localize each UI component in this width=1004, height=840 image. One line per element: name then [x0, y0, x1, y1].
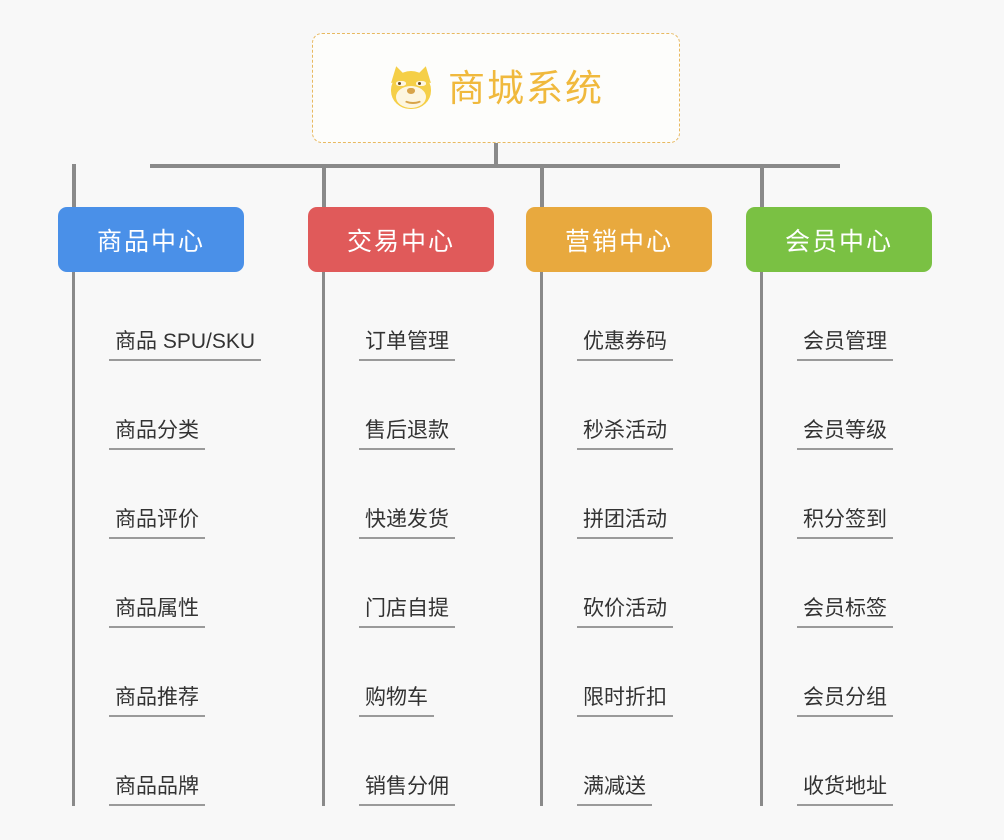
leaf-item-label: 商品推荐 — [109, 686, 205, 717]
connector-horizontal-bus — [150, 164, 840, 168]
leaf-item-label: 积分签到 — [797, 508, 893, 539]
leaf-item-label: 拼团活动 — [577, 508, 673, 539]
leaf-item-label: 收货地址 — [797, 775, 893, 806]
column-product-center: 商品中心商品 SPU/SKU 商品分类商品评价商品属性商品推荐商品品牌 — [58, 207, 262, 806]
leaf-item-label: 销售分佣 — [359, 775, 455, 806]
leaf-item[interactable]: 秒杀活动 — [543, 361, 712, 450]
leaf-item-label: 门店自提 — [359, 597, 455, 628]
category-header-member-center[interactable]: 会员中心 — [746, 207, 932, 272]
leaf-item[interactable]: 商品属性 — [75, 539, 244, 628]
root-node[interactable]: 商城系统 — [312, 33, 680, 143]
leaf-item-label: 砍价活动 — [577, 597, 673, 628]
leaf-item-label: 限时折扣 — [577, 686, 673, 717]
leaf-item[interactable]: 优惠券码 — [543, 272, 712, 361]
leaf-item-label: 秒杀活动 — [577, 419, 673, 450]
column-trade-center: 交易中心订单管理售后退款快递发货门店自提购物车销售分佣 — [308, 207, 494, 806]
leaf-item-label: 购物车 — [359, 686, 434, 717]
root-title: 商城系统 — [448, 67, 604, 109]
leaf-item-label: 会员等级 — [797, 419, 893, 450]
leaf-item[interactable]: 收货地址 — [763, 717, 932, 806]
branch-member-center: 会员管理会员等级积分签到会员标签会员分组收货地址 — [760, 272, 932, 806]
column-marketing-center: 营销中心优惠券码秒杀活动拼团活动砍价活动限时折扣满减送 — [526, 207, 712, 806]
connector-drop-trade-center — [322, 164, 326, 208]
leaf-item-label: 会员分组 — [797, 686, 893, 717]
leaf-item[interactable]: 会员等级 — [763, 361, 932, 450]
leaf-item[interactable]: 购物车 — [325, 628, 494, 717]
leaf-item[interactable]: 快递发货 — [325, 450, 494, 539]
leaf-item-label: 商品分类 — [109, 419, 205, 450]
leaf-item[interactable]: 商品评价 — [75, 450, 244, 539]
connector-drop-product-center — [72, 164, 76, 208]
leaf-item[interactable]: 限时折扣 — [543, 628, 712, 717]
leaf-item[interactable]: 商品推荐 — [75, 628, 244, 717]
leaf-item-label: 售后退款 — [359, 419, 455, 450]
leaf-item-label: 商品品牌 — [109, 775, 205, 806]
leaf-item[interactable]: 订单管理 — [325, 272, 494, 361]
category-header-product-center[interactable]: 商品中心 — [58, 207, 244, 272]
leaf-item[interactable]: 商品 SPU/SKU — [75, 272, 262, 361]
branch-trade-center: 订单管理售后退款快递发货门店自提购物车销售分佣 — [322, 272, 494, 806]
leaf-item-label: 订单管理 — [359, 330, 455, 361]
leaf-item-label: 满减送 — [577, 775, 652, 806]
leaf-item[interactable]: 拼团活动 — [543, 450, 712, 539]
branch-product-center: 商品 SPU/SKU 商品分类商品评价商品属性商品推荐商品品牌 — [72, 272, 262, 806]
leaf-item[interactable]: 商品品牌 — [75, 717, 244, 806]
shiba-dog-icon — [387, 64, 435, 110]
leaf-item[interactable]: 商品分类 — [75, 361, 244, 450]
category-header-marketing-center[interactable]: 营销中心 — [526, 207, 712, 272]
leaf-item[interactable]: 售后退款 — [325, 361, 494, 450]
leaf-item-label: 商品属性 — [109, 597, 205, 628]
leaf-item[interactable]: 砍价活动 — [543, 539, 712, 628]
leaf-item[interactable]: 会员管理 — [763, 272, 932, 361]
leaf-item[interactable]: 积分签到 — [763, 450, 932, 539]
leaf-item[interactable]: 会员分组 — [763, 628, 932, 717]
leaf-item-label: 优惠券码 — [577, 330, 673, 361]
column-member-center: 会员中心会员管理会员等级积分签到会员标签会员分组收货地址 — [746, 207, 932, 806]
leaf-item-label: 会员标签 — [797, 597, 893, 628]
leaf-item[interactable]: 销售分佣 — [325, 717, 494, 806]
connector-drop-member-center — [760, 164, 764, 208]
connector-root-stem — [494, 143, 498, 166]
leaf-item-label: 商品评价 — [109, 508, 205, 539]
leaf-item[interactable]: 满减送 — [543, 717, 712, 806]
leaf-item[interactable]: 会员标签 — [763, 539, 932, 628]
branch-marketing-center: 优惠券码秒杀活动拼团活动砍价活动限时折扣满减送 — [540, 272, 712, 806]
leaf-item-label: 快递发货 — [359, 508, 455, 539]
connector-drop-marketing-center — [540, 164, 544, 208]
category-header-trade-center[interactable]: 交易中心 — [308, 207, 494, 272]
leaf-item-label: 商品 SPU/SKU — [109, 330, 262, 361]
leaf-item-label: 会员管理 — [797, 330, 893, 361]
leaf-item[interactable]: 门店自提 — [325, 539, 494, 628]
